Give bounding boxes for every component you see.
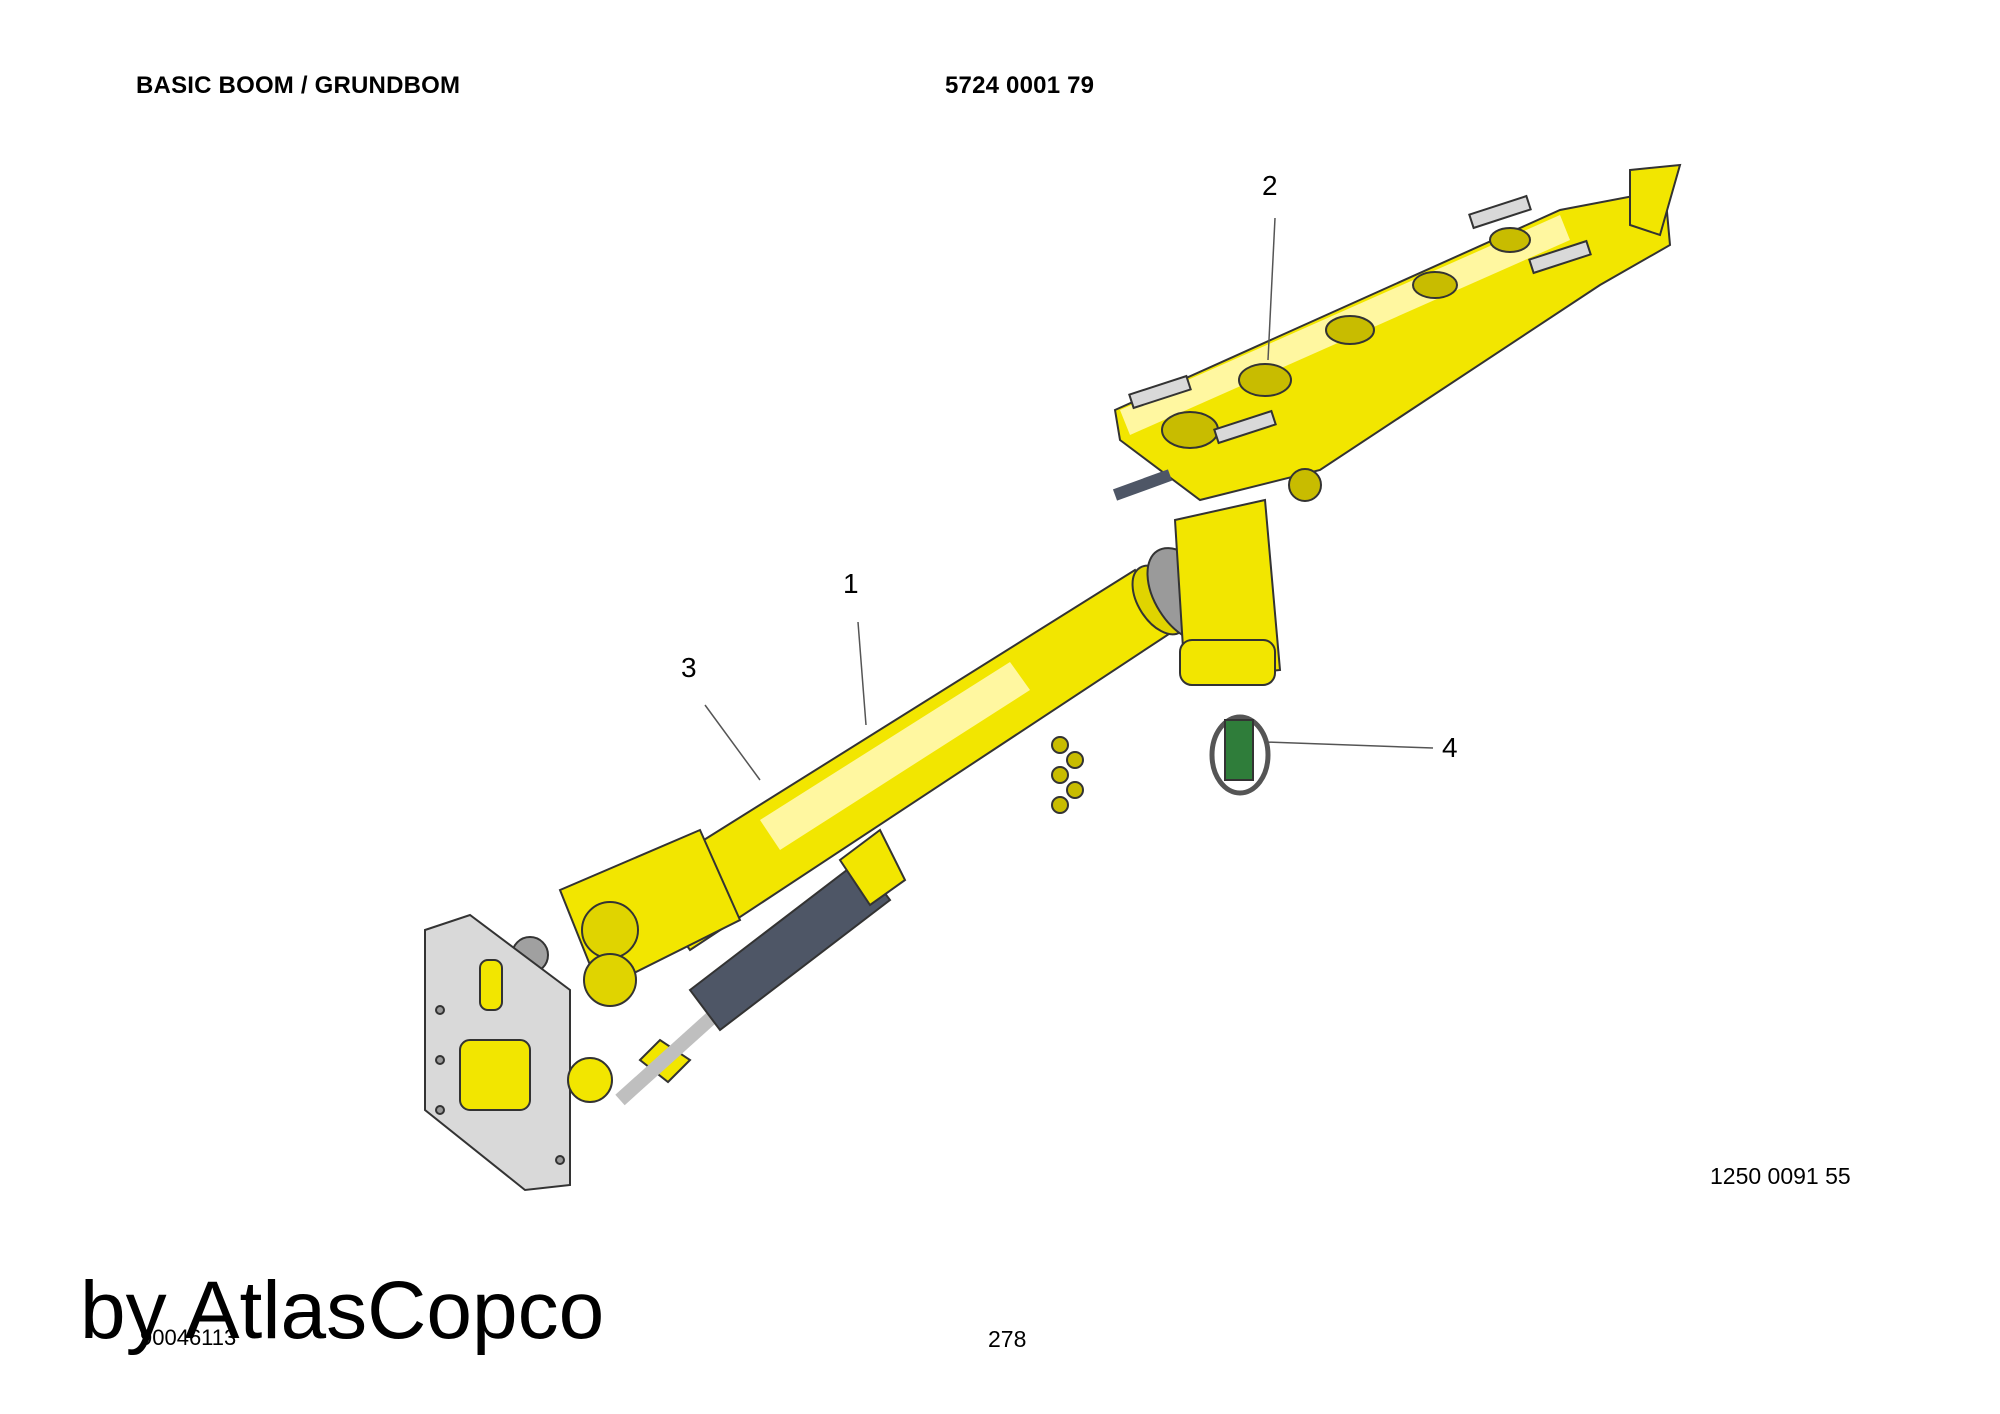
document-code: 90046113	[140, 1325, 237, 1350]
callout-3: 3	[681, 652, 697, 683]
page-title: BASIC BOOM / GRUNDBOM	[136, 72, 461, 99]
hose-fittings	[1051, 736, 1084, 814]
mounting-plate	[424, 913, 571, 1192]
boom-tube	[638, 549, 1241, 952]
lift-cylinder	[567, 828, 907, 1106]
valve-assembly	[1209, 714, 1271, 796]
callout-2: 2	[1262, 170, 1278, 201]
callout-4: 4	[1442, 732, 1458, 763]
part-number: 5724 0001 79	[945, 72, 1095, 99]
callout-leaders	[704, 217, 1434, 781]
callout-1: 1	[843, 568, 859, 599]
page-number: 278	[988, 1326, 1027, 1352]
rotation-unit	[1146, 498, 1282, 686]
watermark-text: by AtlasCopco	[80, 1265, 605, 1356]
boom-joint	[511, 828, 742, 1007]
boom-head-bracket	[1112, 163, 1682, 502]
drawing-number: 1250 0091 55	[1710, 1163, 1851, 1189]
